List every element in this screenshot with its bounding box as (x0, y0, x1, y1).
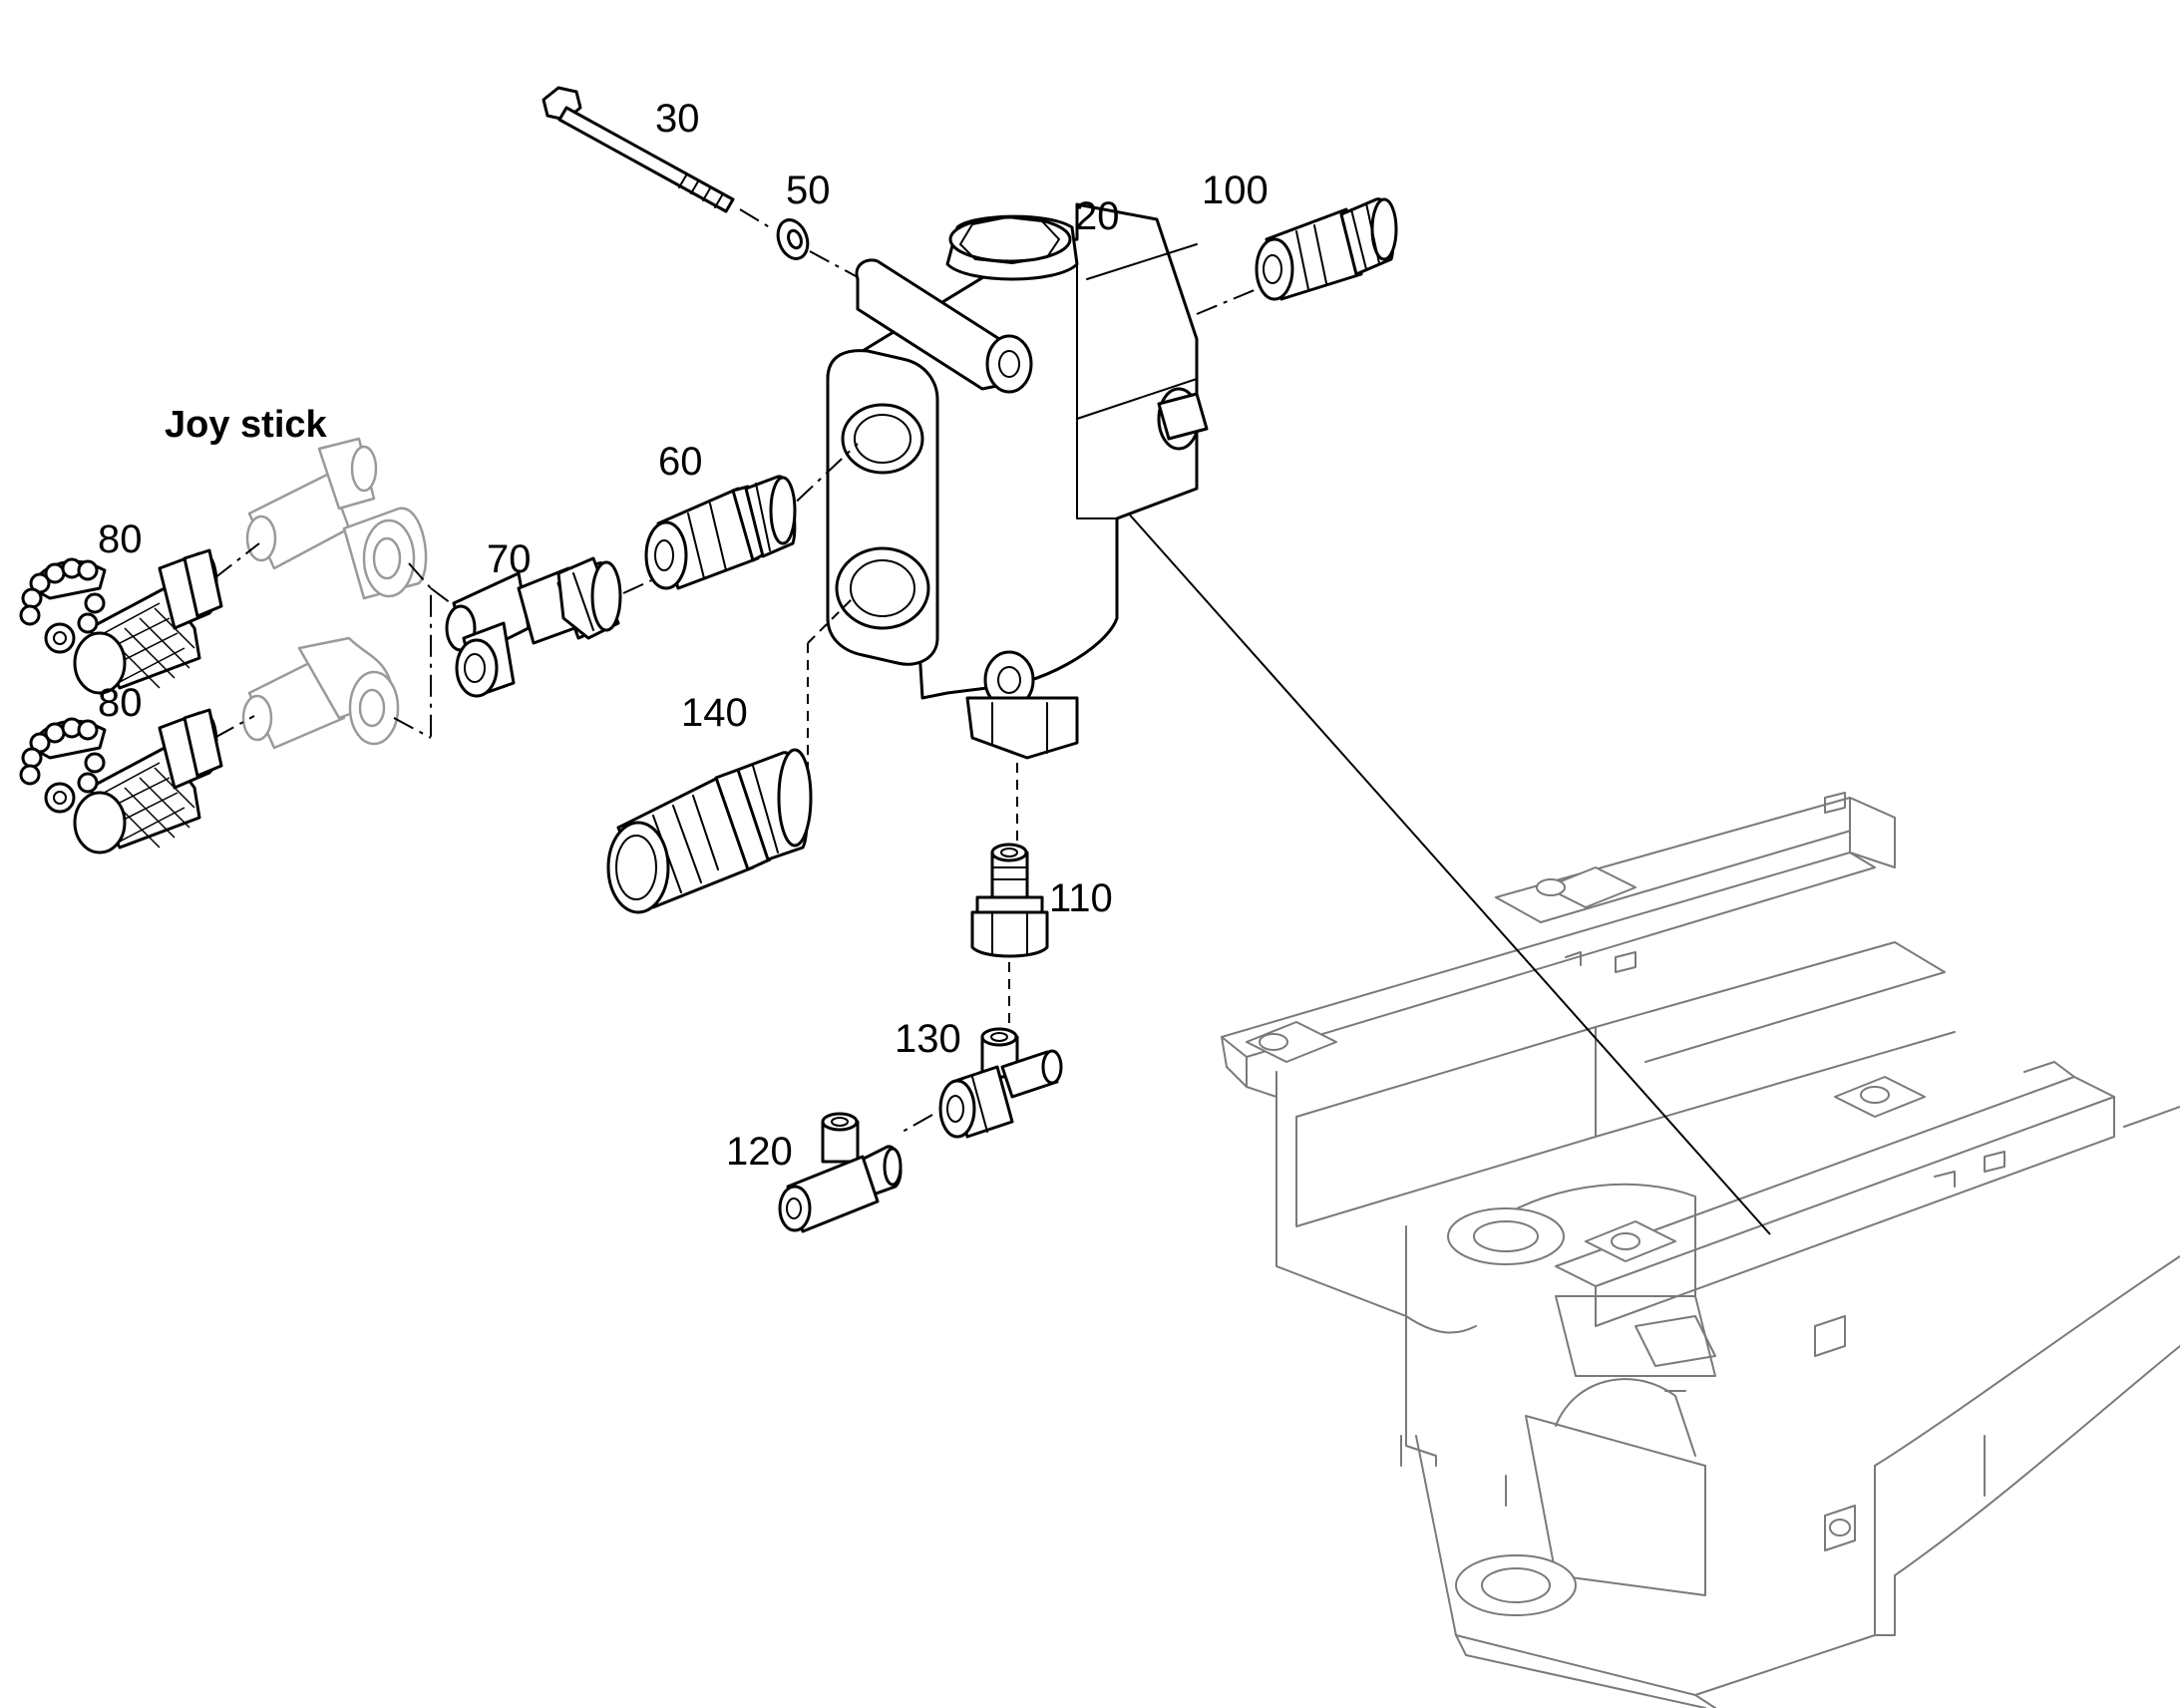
part-100-fitting (1255, 197, 1398, 301)
callout-20: 20 (1075, 194, 1120, 238)
part-30-bolt (542, 86, 774, 230)
part-80-coupler-lower (19, 708, 255, 854)
part-80-coupler-upper (19, 542, 260, 695)
joystick-connector-line-branch (430, 587, 452, 604)
callout-80-upper: 80 (98, 517, 143, 561)
callout-130: 130 (895, 1017, 961, 1061)
frame-mount-left (1246, 1021, 1337, 1063)
frame-mount-top (1536, 866, 1636, 908)
joystick-ghost-tee (245, 437, 428, 600)
joystick-connector-line-lower (393, 717, 432, 739)
part-110-adapter (970, 843, 1049, 1027)
frame-flange-lower (1455, 1554, 1577, 1616)
callout-140: 140 (681, 691, 748, 735)
callout-50: 50 (786, 169, 831, 212)
joystick-section-label: Joy stick (165, 404, 328, 446)
callout-60: 60 (658, 440, 703, 484)
part-70-tee-fitting (445, 556, 657, 698)
callout-80-lower: 80 (98, 681, 143, 725)
part-50-washer (776, 218, 859, 278)
part-140-fitting (606, 748, 813, 914)
part-20-valve-body (767, 202, 1258, 848)
part-130-tee (902, 1027, 1063, 1139)
callout-100: 100 (1202, 169, 1269, 212)
frame-mount-center (1585, 1220, 1676, 1262)
callout-30: 30 (655, 97, 700, 141)
chassis-frame (1221, 792, 2180, 1708)
part-120-tee (778, 1112, 903, 1233)
callout-70: 70 (487, 537, 532, 581)
joystick-ghost-elbow (241, 636, 400, 750)
part-60-fitting (644, 475, 797, 590)
frame-flange-upper (1447, 1207, 1565, 1265)
frame-mount-right (1834, 1076, 1926, 1118)
callout-110: 110 (1049, 876, 1113, 920)
callout-120: 120 (726, 1130, 793, 1174)
joystick-connector-line-upper (408, 562, 432, 738)
location-leader-line (1101, 483, 1771, 1235)
